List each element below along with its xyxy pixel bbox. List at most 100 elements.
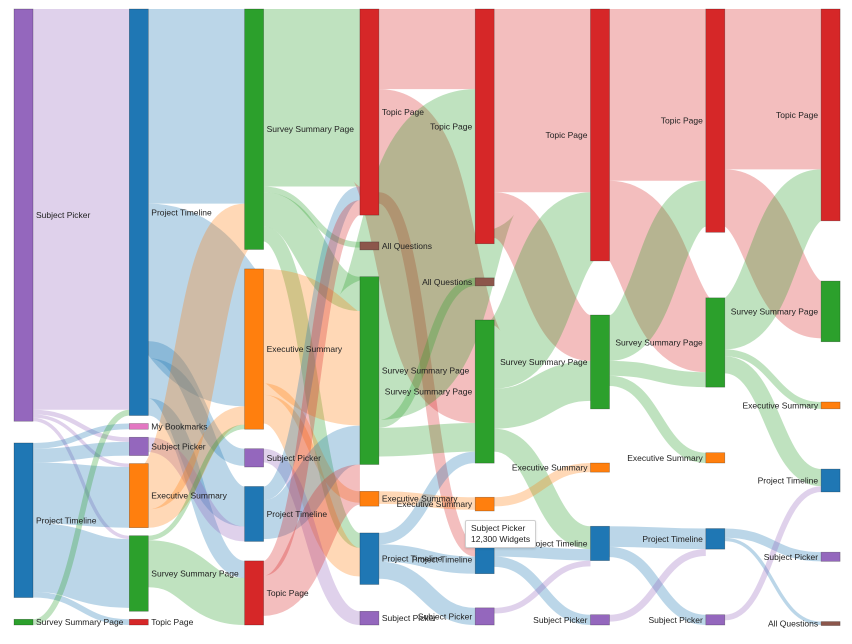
sankey-node[interactable]	[129, 618, 149, 626]
flow-link[interactable]	[493, 556, 591, 626]
sankey-node[interactable]	[129, 423, 149, 430]
flow-link[interactable]	[261, 200, 363, 576]
flow-link[interactable]	[147, 406, 246, 528]
flow-link[interactable]	[259, 268, 365, 426]
flow-link[interactable]	[378, 277, 476, 428]
flow-link[interactable]	[146, 540, 247, 626]
flow-link[interactable]	[260, 464, 363, 616]
flow-link[interactable]	[609, 546, 707, 626]
sankey-node[interactable]	[129, 436, 149, 456]
sankey-node[interactable]	[244, 486, 264, 542]
flow-link[interactable]	[32, 462, 130, 528]
flow-link[interactable]	[485, 192, 599, 389]
flow-link[interactable]	[147, 341, 246, 466]
sankey-node[interactable]	[474, 319, 495, 464]
sankey-node[interactable]	[474, 277, 495, 287]
sankey-node[interactable]	[244, 8, 264, 250]
sankey-node[interactable]	[359, 490, 380, 507]
sankey-node[interactable]	[705, 528, 726, 550]
flow-link[interactable]	[720, 169, 826, 339]
flow-link[interactable]	[32, 423, 130, 449]
flow-link[interactable]	[32, 409, 130, 625]
sankey-node[interactable]	[705, 614, 726, 626]
flow-link[interactable]	[146, 398, 247, 579]
flow-link[interactable]	[724, 486, 822, 621]
sankey-node[interactable]	[244, 448, 264, 468]
sankey-node[interactable]	[820, 468, 841, 493]
flow-link[interactable]	[261, 226, 362, 548]
sankey-node[interactable]	[244, 268, 264, 430]
sankey-node[interactable]	[359, 610, 380, 626]
flow-link[interactable]	[724, 349, 822, 409]
flow-link[interactable]	[140, 203, 253, 510]
sankey-node[interactable]	[359, 276, 380, 465]
flow-link[interactable]	[494, 545, 591, 561]
sankey-node[interactable]	[474, 8, 495, 245]
flow-link[interactable]	[378, 423, 476, 457]
sankey-node[interactable]	[359, 8, 380, 216]
flow-link[interactable]	[261, 425, 362, 540]
flow-link[interactable]	[494, 560, 591, 614]
sankey-node[interactable]	[820, 621, 841, 626]
sankey-node[interactable]	[359, 241, 380, 251]
flow-link[interactable]	[260, 394, 363, 577]
sankey-node[interactable]	[705, 452, 726, 464]
flow-link[interactable]	[609, 526, 706, 550]
sankey-node[interactable]	[474, 544, 495, 575]
flow-link[interactable]	[337, 89, 517, 420]
flow-link[interactable]	[492, 428, 593, 550]
flow-link[interactable]	[144, 358, 249, 527]
flow-link[interactable]	[262, 448, 362, 625]
flow-link[interactable]	[263, 186, 361, 248]
sankey-node[interactable]	[590, 8, 610, 262]
flow-link[interactable]	[129, 203, 264, 407]
sankey-node[interactable]	[244, 560, 264, 626]
flow-link[interactable]	[720, 169, 826, 350]
flow-link[interactable]	[378, 451, 476, 545]
sankey-node[interactable]	[129, 8, 149, 416]
flow-link[interactable]	[609, 360, 706, 388]
sankey-node[interactable]	[590, 614, 610, 626]
flow-link[interactable]	[32, 417, 130, 540]
flow-link[interactable]	[378, 491, 476, 510]
sankey-node[interactable]	[820, 8, 841, 222]
flow-link[interactable]	[148, 424, 245, 541]
flow-link[interactable]	[605, 180, 710, 361]
flow-link[interactable]	[262, 383, 361, 503]
flow-link[interactable]	[377, 192, 477, 557]
flow-link[interactable]	[724, 537, 822, 625]
sankey-node[interactable]	[705, 8, 726, 233]
flow-link[interactable]	[32, 414, 130, 468]
flow-link[interactable]	[261, 186, 362, 501]
flow-link[interactable]	[378, 544, 476, 574]
sankey-node[interactable]	[590, 314, 610, 410]
sankey-node[interactable]	[359, 532, 380, 585]
flow-link[interactable]	[32, 441, 130, 463]
sankey-node[interactable]	[129, 463, 149, 528]
flow-link[interactable]	[724, 528, 822, 562]
flow-link[interactable]	[609, 549, 707, 622]
sankey-node[interactable]	[705, 297, 726, 388]
flow-link[interactable]	[261, 192, 362, 312]
flow-link[interactable]	[493, 360, 592, 429]
flow-link[interactable]	[494, 463, 591, 507]
sankey-node[interactable]	[13, 8, 34, 422]
sankey-node[interactable]	[820, 280, 841, 343]
sankey-node[interactable]	[820, 401, 841, 410]
flow-link[interactable]	[601, 180, 715, 373]
flow-link[interactable]	[723, 356, 823, 487]
sankey-node[interactable]	[474, 496, 495, 512]
flow-link[interactable]	[32, 409, 130, 442]
sankey-node[interactable]	[820, 551, 841, 562]
sankey-node[interactable]	[129, 535, 149, 612]
sankey-node[interactable]	[13, 442, 34, 598]
sankey-node[interactable]	[590, 525, 610, 561]
sankey-node[interactable]	[13, 618, 34, 626]
flow-link[interactable]	[350, 89, 504, 424]
flow-link[interactable]	[32, 523, 131, 608]
flow-link[interactable]	[490, 192, 595, 361]
sankey-node[interactable]	[590, 462, 610, 473]
flow-link[interactable]	[32, 591, 130, 625]
flow-link[interactable]	[609, 375, 707, 464]
flow-link[interactable]	[378, 561, 476, 626]
